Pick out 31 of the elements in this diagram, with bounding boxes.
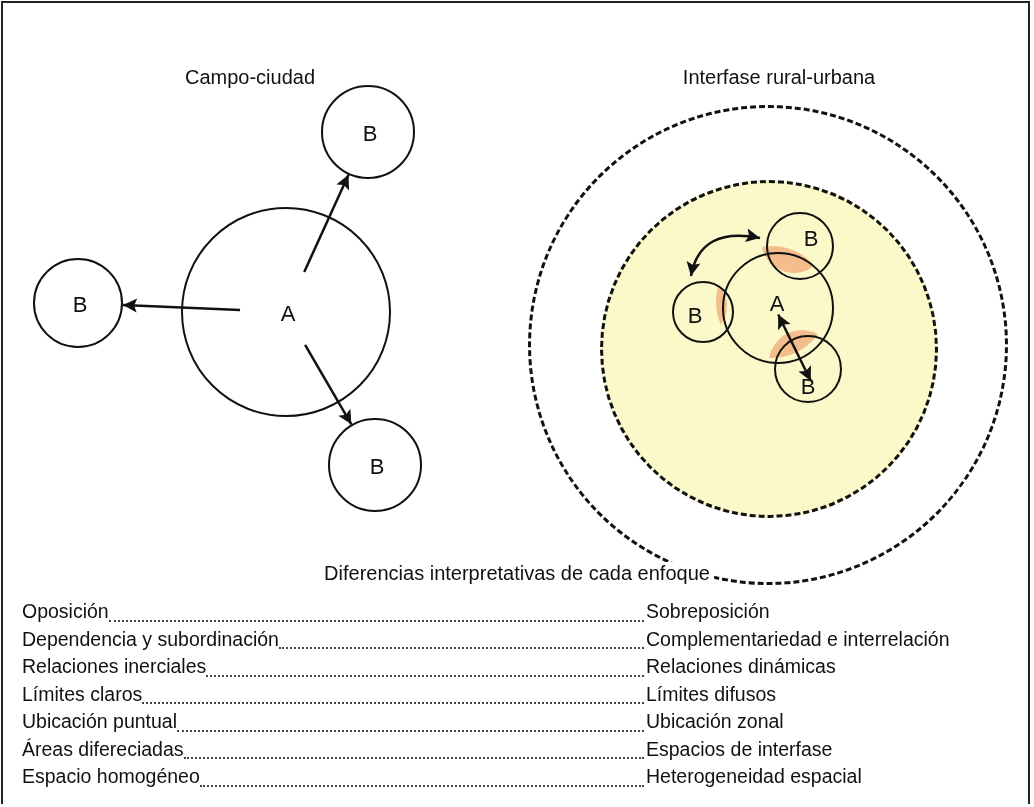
arrow [122,298,241,313]
circle-node [33,258,123,348]
table-cell: Complementariedad e interrelación [646,627,950,651]
arrow [303,174,350,273]
circle-node [321,85,415,179]
circle-node [181,207,391,417]
node-label: B [687,305,703,327]
table-cell: Áreas difereciadas [22,737,184,761]
table-cell: Ubicación zonal [646,710,784,733]
circle-node [328,418,422,512]
table-cell: Oposición [22,600,109,623]
table-cell: Sobreposición [646,600,770,623]
table-cell: Heterogeneidad espacial [646,765,862,788]
node-label: B [800,376,816,398]
node-label: B [369,456,385,478]
arrow [777,314,812,382]
node-label: B [803,228,819,250]
table-cell: Límites claros [22,682,143,706]
table-cell: Límites difusos [646,682,777,706]
node-label: A [769,293,785,315]
table-cell: Dependencia y subordinación [22,627,279,651]
table-cell: Espacios de interfase [646,737,833,761]
arrow [304,344,353,425]
table-cell: Relaciones dinámicas [646,655,836,678]
arrow [687,228,761,277]
table-cell: Ubicación puntual [22,710,178,733]
table-cell: Relaciones inerciales [22,655,207,678]
table-cell: Espacio homogéneo [22,765,200,788]
node-label: B [72,294,88,316]
node-label: B [362,123,378,145]
node-label: A [280,303,296,325]
